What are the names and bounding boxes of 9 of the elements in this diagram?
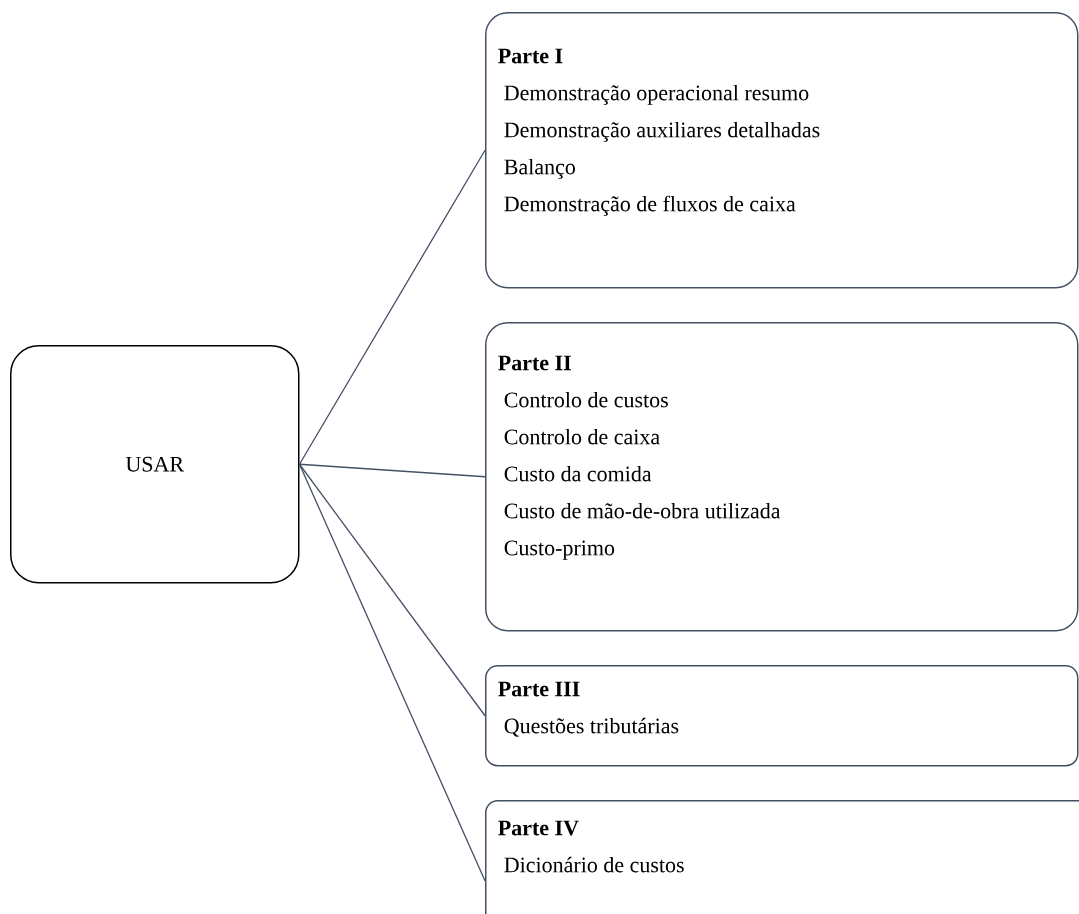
connector-line (298, 149, 486, 465)
text-box: Parte III Questões tributárias (485, 665, 1079, 767)
text-box: Parte I Demonstração operacional resumo Demonstração auxiliares detalhadas Balanço Demonstração de fluxos de caixa (485, 12, 1079, 289)
connector-line (298, 463, 486, 882)
text-box: Parte IV Dicionário de custos (485, 800, 1079, 914)
text-box: USAR (10, 345, 300, 584)
connector-line (298, 463, 486, 717)
text-box: Parte II Controlo de custos Controlo de caixa Custo da comida Custo de mão-de-obra utilizada Custo-primo (485, 322, 1079, 632)
connector-line (298, 463, 486, 478)
